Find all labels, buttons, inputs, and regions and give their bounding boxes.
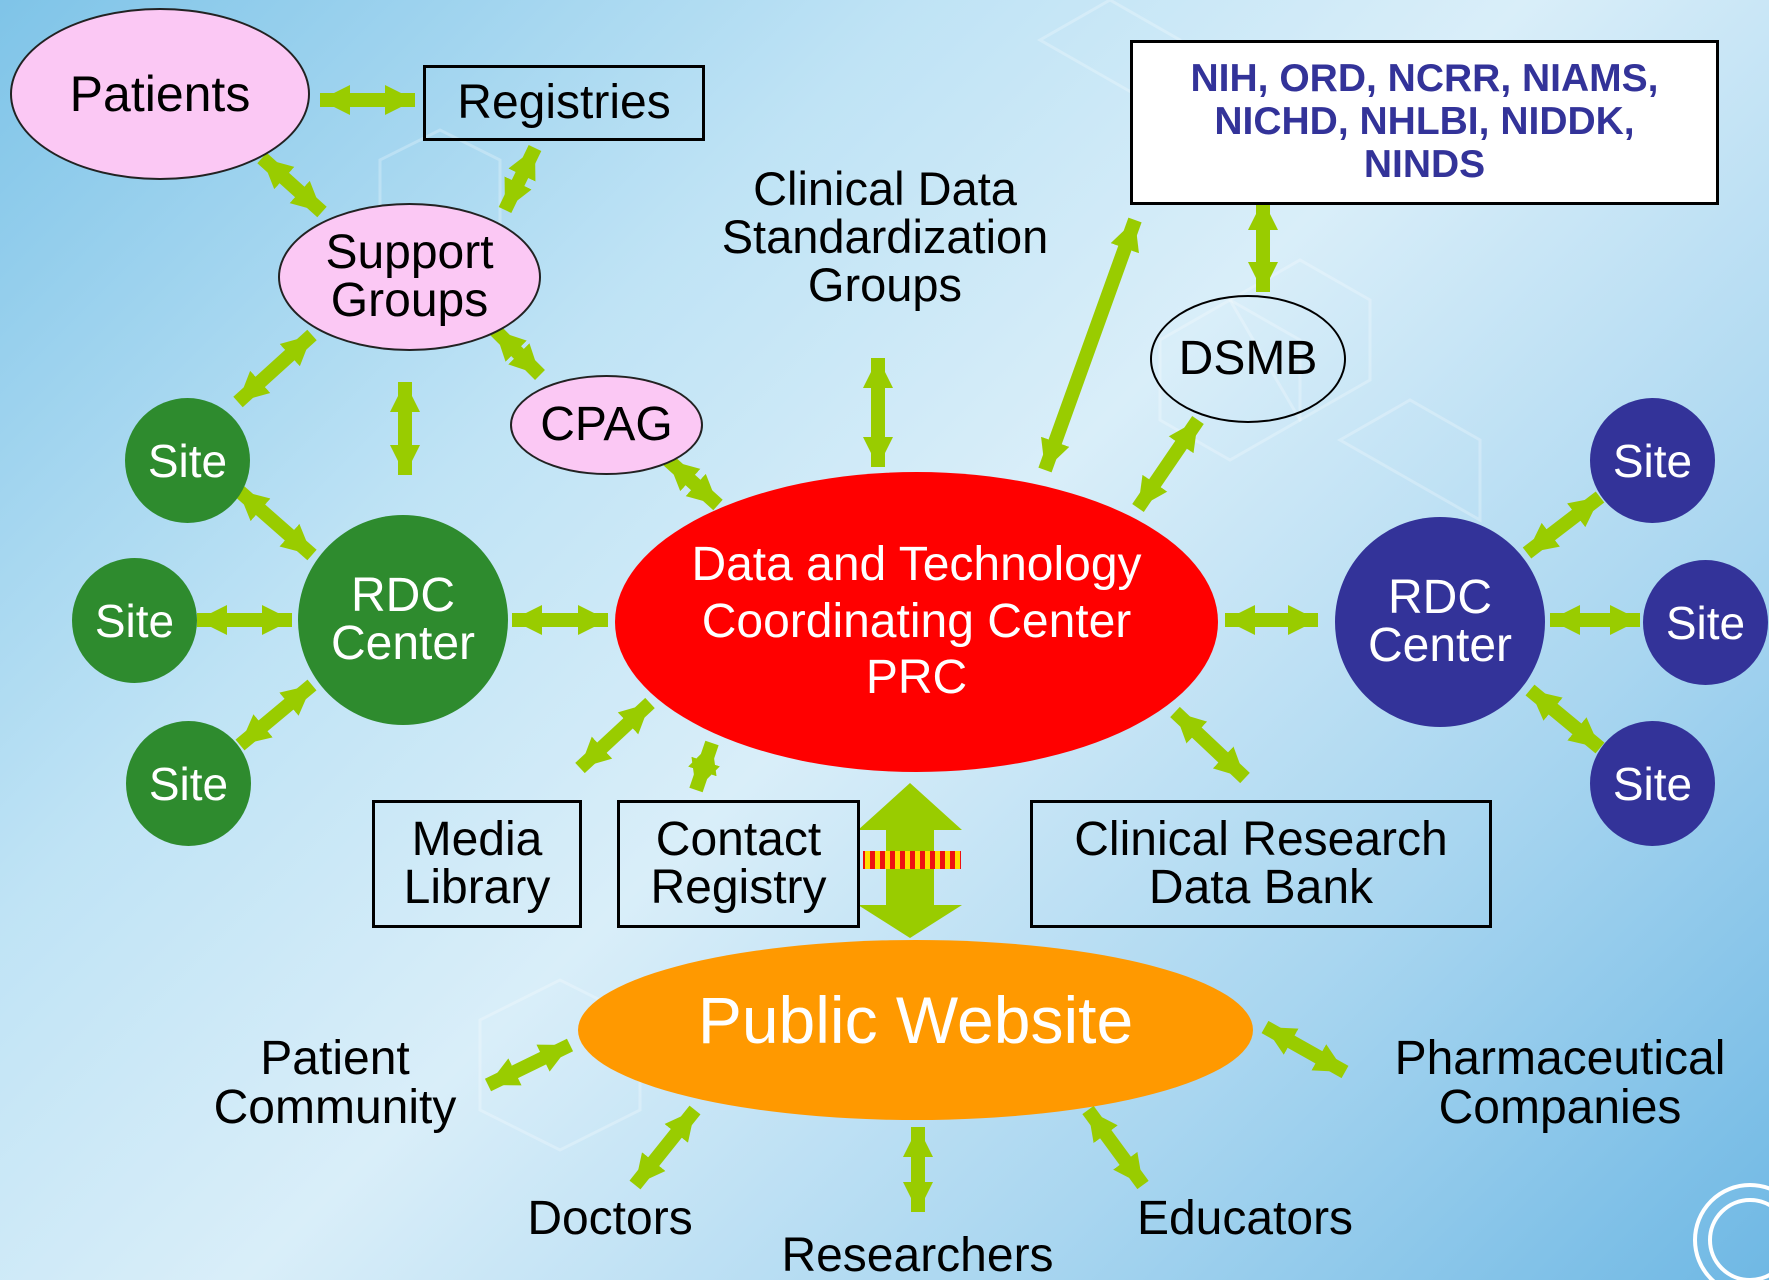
rdc-left-node: RDC Center [298,515,508,725]
arrow-support-site [233,329,317,408]
patients-label: Patients [69,66,251,122]
contact-registry-box: Contact Registry [617,800,860,928]
rdc-right-label: RDC Center [1367,571,1513,672]
site-left-mid: Site [72,558,197,683]
arrow-nih-dtcc [1038,217,1142,473]
arrow-dtcc-databank [1170,706,1250,784]
doctors-label: Doctors [527,1192,693,1245]
researchers-label: Researchers [781,1229,1054,1280]
arrow-website-educators [1082,1105,1149,1190]
nih-agencies-label: NIH, ORD, NCRR, NIAMS, NICHD, NHLBI, NID… [1190,57,1659,186]
site-left-bottom-label: Site [148,757,229,810]
registries-node: Registries [423,65,705,141]
dsmb-node: DSMB [1150,295,1346,423]
arrow-cpag-dtcc [663,454,723,511]
rdc-left-label: RDC Center [330,569,476,670]
arrow-dtcc-media [575,697,655,774]
arrow-dtcc-contact [688,740,720,793]
public-website-node: Public Website [578,940,1253,1120]
pharma-label: Pharmaceutical Companies [1394,1032,1726,1134]
site-left-bottom: Site [126,721,251,846]
dtcc-label: Data and Technology Coordinating Center … [691,538,1142,705]
arrow-rdc-right-site-bottom [1525,684,1605,754]
media-library-label: Media Library [403,813,551,914]
support-groups-node: Support Groups [278,203,541,351]
patients-node: Patients [10,8,310,180]
arrow-support-cpag [490,325,545,380]
nih-agencies-box: NIH, ORD, NCRR, NIAMS, NICHD, NHLBI, NID… [1130,40,1719,205]
cpag-node: CPAG [510,375,703,475]
site-right-mid: Site [1643,560,1768,685]
arrow-site-rdc-left-bottom [235,679,317,751]
clinical-research-bank-box: Clinical Research Data Bank [1030,800,1492,928]
arrow-registries-support [498,144,542,214]
arrow-website-community [484,1038,574,1092]
arrow-patients-support [257,152,327,218]
educators-label: Educators [1136,1192,1354,1245]
clinical-research-bank-label: Clinical Research Data Bank [1074,813,1448,914]
media-library-box: Media Library [372,800,582,928]
hhs-seal-icon [1693,1183,1769,1280]
contact-registry-label: Contact Registry [650,813,827,914]
site-right-bottom: Site [1590,721,1715,846]
dashed-connector [863,851,961,869]
rdc-right-node: RDC Center [1335,517,1545,727]
arrow-dsmb-dtcc [1132,416,1204,512]
site-right-top-label: Site [1612,434,1693,487]
site-left-mid-label: Site [94,594,175,647]
clinical-data-groups-label: Clinical Data Standardization Groups [721,162,1049,311]
site-right-mid-label: Site [1665,596,1746,649]
cpag-label: CPAG [540,398,673,451]
arrow-website-doctors [629,1105,701,1190]
arrow-website-pharma [1261,1020,1349,1079]
site-right-top: Site [1590,398,1715,523]
public-website-label: Public Website [697,983,1134,1057]
arrow-rdc-right-site-top [1522,491,1605,559]
site-left-top-label: Site [147,434,228,487]
patient-community-label: Patient Community [213,1032,457,1134]
site-right-bottom-label: Site [1612,757,1693,810]
dtcc-node: Data and Technology Coordinating Center … [615,472,1218,772]
dsmb-label: DSMB [1178,332,1318,385]
site-left-top: Site [125,398,250,523]
registries-label: Registries [457,76,671,129]
arrow-site-rdc-left-top [233,484,317,561]
support-groups-label: Support Groups [325,226,494,327]
